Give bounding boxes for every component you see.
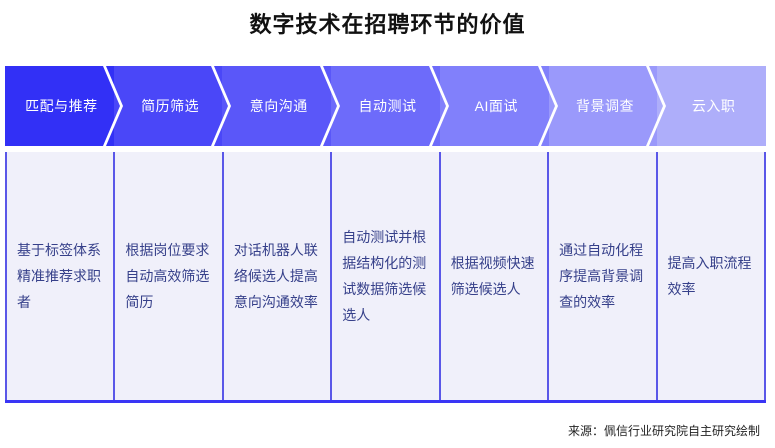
stage-description-cell[interactable]: 根据视频快速筛选候选人 (438, 152, 547, 400)
stage-description-text: 通过自动化程序提高背景调查的效率 (559, 242, 644, 310)
stage-description-cell[interactable]: 提高入职流程效率 (655, 152, 766, 400)
stage-chevron-4[interactable]: 自动测试 (331, 66, 449, 146)
stage-label: 匹配与推荐 (25, 98, 98, 114)
stage-description-cell[interactable]: 自动测试并根据结构化的测试数据筛选候选人 (330, 152, 438, 400)
stage-description-cell[interactable]: 根据岗位要求自动高效筛选简历 (113, 152, 221, 400)
stage-chevron-6[interactable]: 背景调查 (548, 66, 667, 146)
stage-chevron-1[interactable]: 匹配与推荐 (5, 66, 123, 146)
stage-label: AI面试 (474, 98, 518, 114)
stage-chevron-7[interactable]: 云入职 (657, 66, 767, 146)
stage-chevron-3[interactable]: 意向沟通 (222, 66, 341, 146)
stage-description-cell[interactable]: 通过自动化程序提高背景调查的效率 (547, 152, 655, 400)
stage-description-text: 自动测试并根据结构化的测试数据筛选候选人 (342, 229, 427, 323)
stage-label: 意向沟通 (249, 98, 308, 114)
stage-description-cell[interactable]: 对话机器人联络候选人提高意向沟通效率 (221, 152, 330, 400)
source-note: 来源：佩信行业研究院自主研究绘制 (567, 424, 760, 438)
page-title: 数字技术在招聘环节的价值 (249, 12, 526, 37)
stage-label: 云入职 (691, 98, 736, 114)
stage-label: 背景调查 (575, 98, 634, 114)
stage-description-grid: 基于标签体系精准推荐求职者 根据岗位要求自动高效筛选简历 对话机器人联络候选人提… (5, 152, 766, 403)
stage-description-text: 基于标签体系精准推荐求职者 (17, 242, 101, 310)
stage-description-text: 根据岗位要求自动高效筛选简历 (125, 242, 210, 310)
stage-description-text: 对话机器人联络候选人提高意向沟通效率 (233, 242, 318, 310)
stage-chevron-5[interactable]: AI面试 (439, 66, 558, 146)
stage-banner: 匹配与推荐 简历筛选 意向沟通 自动测试 AI面试 背景调查 云 (5, 66, 767, 146)
stage-description-cell[interactable]: 基于标签体系精准推荐求职者 (5, 152, 113, 400)
stage-description-text: 根据视频快速筛选候选人 (450, 255, 535, 297)
stage-label: 自动测试 (358, 98, 417, 114)
stage-label: 简历筛选 (141, 98, 200, 114)
stage-description-text: 提高入职流程效率 (667, 255, 752, 297)
stage-chevron-2[interactable]: 简历筛选 (113, 66, 232, 146)
